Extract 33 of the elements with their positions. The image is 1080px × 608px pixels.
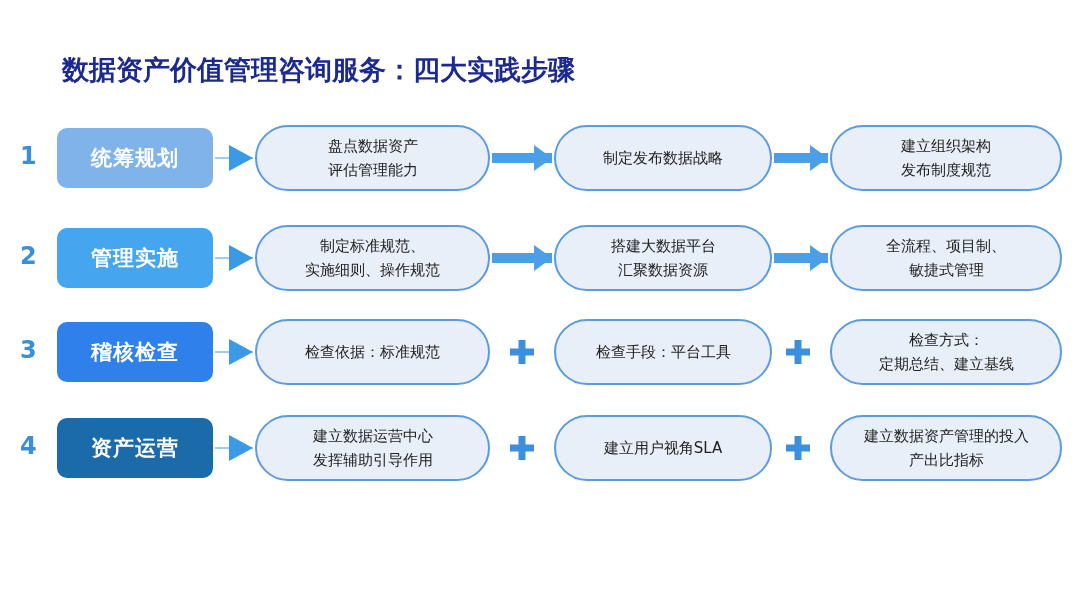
task-text: 盘点数据资产评估管理能力 [327,136,418,181]
arrow [492,145,552,171]
step-box [57,128,213,188]
arrow [774,145,828,171]
step-number: 1 [20,142,37,170]
step-box [57,418,213,478]
task-text: 制定发布数据战略 [603,148,723,169]
task-text: 搭建大数据平台汇聚数据资源 [610,236,716,281]
task-text: 检查依据：标准规范 [305,342,440,363]
task-text: 建立数据运营中心发挥辅助引导作用 [312,426,433,471]
step-title: 统筹规划 [91,145,179,172]
task-text: 建立用户视角SLA [603,438,723,459]
step-number: 2 [20,242,37,270]
step-box [57,322,213,382]
task-text: 检查手段：平台工具 [595,342,731,363]
task-text: 全流程、项目制、敏捷式管理 [886,236,1006,281]
step-title: 资产运营 [91,435,179,462]
arrow [214,435,254,461]
task-text: 建立组织架构发布制度规范 [901,136,991,181]
task-text: 建立数据资产管理的投入产出比指标 [863,426,1029,471]
arrow [214,339,254,365]
step-number: 4 [20,432,37,460]
step-box [57,228,213,288]
arrow [774,245,828,271]
slide-title: 数据资产价值管理咨询服务：四大实践步骤 [62,53,575,87]
task-text: 检查方式：定期总结、建立基线 [878,330,1014,375]
arrow [492,245,552,271]
step-number: 3 [20,336,37,364]
task-text: 制定标准规范、实施细则、操作规范 [305,236,440,281]
arrow [214,245,254,271]
arrow [214,145,254,171]
step-title: 稽核检查 [91,339,179,366]
step-title: 管理实施 [91,245,179,272]
